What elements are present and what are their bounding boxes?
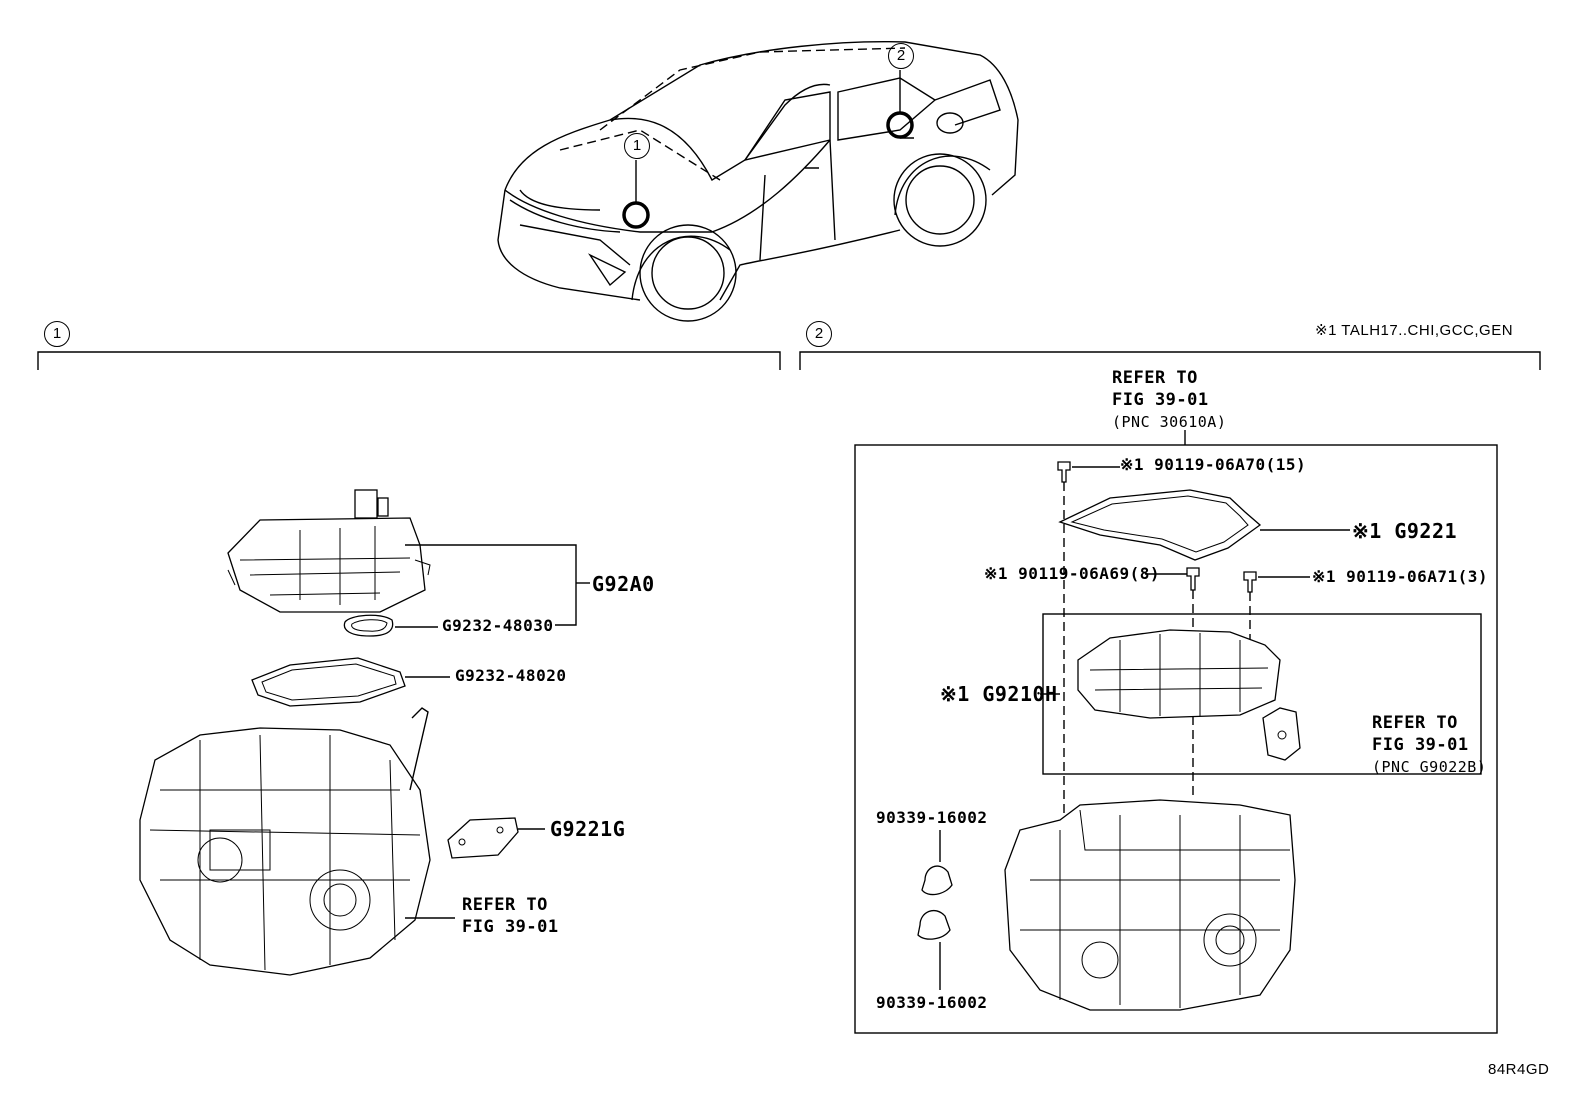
applicability-note: ※1 TALH17..CHI,GCC,GEN — [1315, 322, 1514, 339]
valve-reference-line2: FIG 39-01 — [1372, 735, 1469, 755]
valve-reference-pnc: (PNC G9022B) — [1372, 758, 1487, 776]
part-label-g9232-48030: G9232-48030 — [442, 616, 554, 635]
part-label-plug-bottom: 90339-16002 — [876, 993, 988, 1012]
section1-number: 1 — [44, 321, 70, 347]
part-label-g9221: ※1 G9221 — [1352, 519, 1458, 543]
part-label-plug-top: 90339-16002 — [876, 808, 988, 827]
inverter-assembly — [227, 489, 431, 613]
section2-drawing — [854, 430, 1498, 1034]
section-brackets — [37, 351, 1541, 370]
top-reference-line1: REFER TO — [1112, 368, 1198, 388]
vehicle-outline — [497, 41, 1019, 322]
top-reference-pnc: (PNC 30610A) — [1112, 413, 1227, 431]
transaxle-section2 — [1004, 799, 1296, 1011]
diagram-code: 84R4GD — [1488, 1061, 1550, 1078]
transaxle-section1 — [139, 707, 431, 976]
section1-reference: REFER TO FIG 39-01 — [462, 894, 559, 938]
part-label-g92a0: G92A0 — [592, 572, 655, 596]
section2-valve-reference: REFER TO FIG 39-01 (PNC G9022B) — [1372, 712, 1486, 778]
valve-body — [1077, 629, 1281, 719]
valve-reference-line1: REFER TO — [1372, 713, 1458, 733]
part-label-g9221g: G9221G — [550, 817, 626, 841]
part-label-bolt-06a71: ※1 90119-06A71(3) — [1312, 567, 1489, 586]
section1-reference-line2: FIG 39-01 — [462, 917, 559, 937]
car-location-marker-1: 1 — [624, 133, 650, 159]
section2-top-reference: REFER TO FIG 39-01 (PNC 30610A) — [1112, 367, 1226, 433]
part-label-bolt-06a69: ※1 90119-06A69(8) — [984, 564, 1161, 583]
part-label-g9232-48020: G9232-48020 — [455, 666, 567, 685]
section1-drawing — [139, 489, 590, 976]
section1-reference-line1: REFER TO — [462, 895, 548, 915]
section2-number: 2 — [806, 321, 832, 347]
part-label-g9210h: ※1 G9210H — [940, 682, 1058, 706]
top-reference-line2: FIG 39-01 — [1112, 390, 1209, 410]
car-location-marker-2: 2 — [888, 43, 914, 69]
part-label-bolt-06a70: ※1 90119-06A70(15) — [1120, 455, 1307, 474]
